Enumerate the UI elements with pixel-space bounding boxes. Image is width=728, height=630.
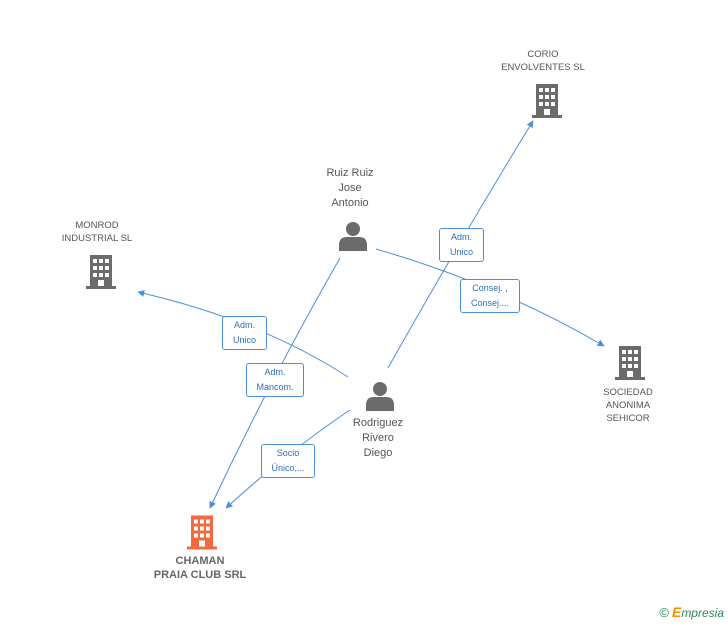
node-label-monrod[interactable]: MONROD INDUSTRIAL SL [37, 219, 157, 245]
building-icon[interactable] [85, 255, 117, 289]
edge-label-line: Consej. , [472, 283, 508, 293]
node-label-line: MONROD [75, 220, 119, 231]
edge-label-ruiz-sehicor[interactable]: Consej. , Consej.... [460, 279, 520, 313]
edge-label-rodriguez-monrod[interactable]: Adm. Unico [222, 316, 267, 350]
node-label-line: CORIO [527, 49, 559, 60]
node-label-line: INDUSTRIAL SL [61, 233, 133, 244]
node-label-rodriguez[interactable]: Rodriguez Rivero Diego [328, 416, 428, 461]
node-label-sehicor[interactable]: SOCIEDAD ANONIMA SEHICOR [578, 386, 678, 425]
node-label-line: CHAMAN [175, 555, 225, 567]
node-label-line: ENVOLVENTES SL [501, 62, 585, 73]
node-label-line: Jose [338, 182, 362, 194]
node-label-line: SOCIEDAD [603, 387, 653, 398]
node-label-ruiz[interactable]: Ruiz Ruiz Jose Antonio [300, 166, 400, 211]
brand-logo-text: mpresia [681, 606, 724, 620]
node-label-line: Rodriguez [352, 417, 404, 429]
node-label-line: Antonio [331, 197, 369, 209]
empresia-watermark[interactable]: ©Empresia [659, 604, 724, 620]
edge-label-rodriguez-chaman[interactable]: Socio Único,... [261, 444, 315, 478]
edge-label-line: Consej.... [470, 298, 510, 308]
edge-label-rodriguez-corio[interactable]: Adm. Unico [439, 228, 484, 262]
building-icon[interactable] [531, 84, 563, 118]
edge-label-line: Unico [449, 247, 473, 257]
edge-label-line: Mancom. [256, 382, 294, 392]
building-icon[interactable] [186, 515, 218, 550]
node-label-line: Ruiz Ruiz [326, 167, 374, 179]
edge-label-line: Socio [276, 448, 300, 458]
person-icon[interactable] [365, 381, 395, 411]
node-label-line: ANONIMA [605, 400, 651, 411]
edge-label-line: Adm. [450, 232, 472, 242]
edge-label-line: Adm. [264, 367, 286, 377]
brand-logo-initial: E [671, 604, 682, 620]
edge-label-ruiz-chaman[interactable]: Adm. Mancom. [246, 363, 304, 397]
edge-label-line: Único,... [271, 463, 305, 473]
node-label-chaman[interactable]: CHAMAN PRAIA CLUB SRL [140, 554, 260, 582]
building-icon[interactable] [614, 346, 646, 380]
node-label-corio[interactable]: CORIO ENVOLVENTES SL [483, 48, 603, 74]
node-label-line: Rivero [362, 432, 394, 444]
node-label-line: Diego [363, 447, 393, 459]
node-label-line: PRAIA CLUB SRL [153, 569, 247, 581]
edge-label-line: Unico [232, 335, 256, 345]
person-icon[interactable] [338, 221, 368, 251]
copyright-symbol: © [659, 605, 669, 620]
node-label-line: SEHICOR [606, 413, 650, 424]
edge-label-line: Adm. [233, 320, 255, 330]
